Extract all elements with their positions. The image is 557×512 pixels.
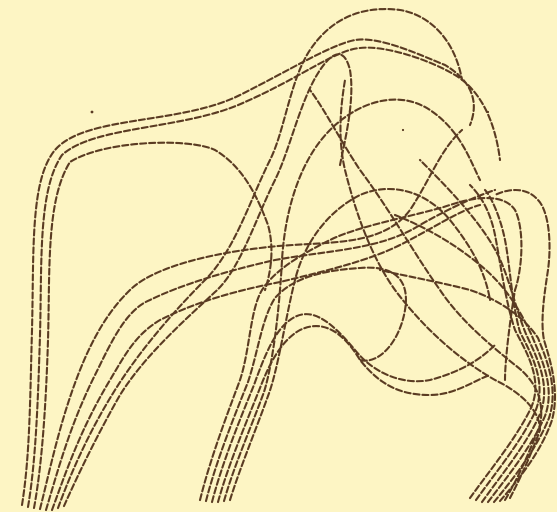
- ink-speck: [487, 111, 489, 113]
- ink-speck: [402, 129, 404, 131]
- ink-speck: [91, 111, 94, 114]
